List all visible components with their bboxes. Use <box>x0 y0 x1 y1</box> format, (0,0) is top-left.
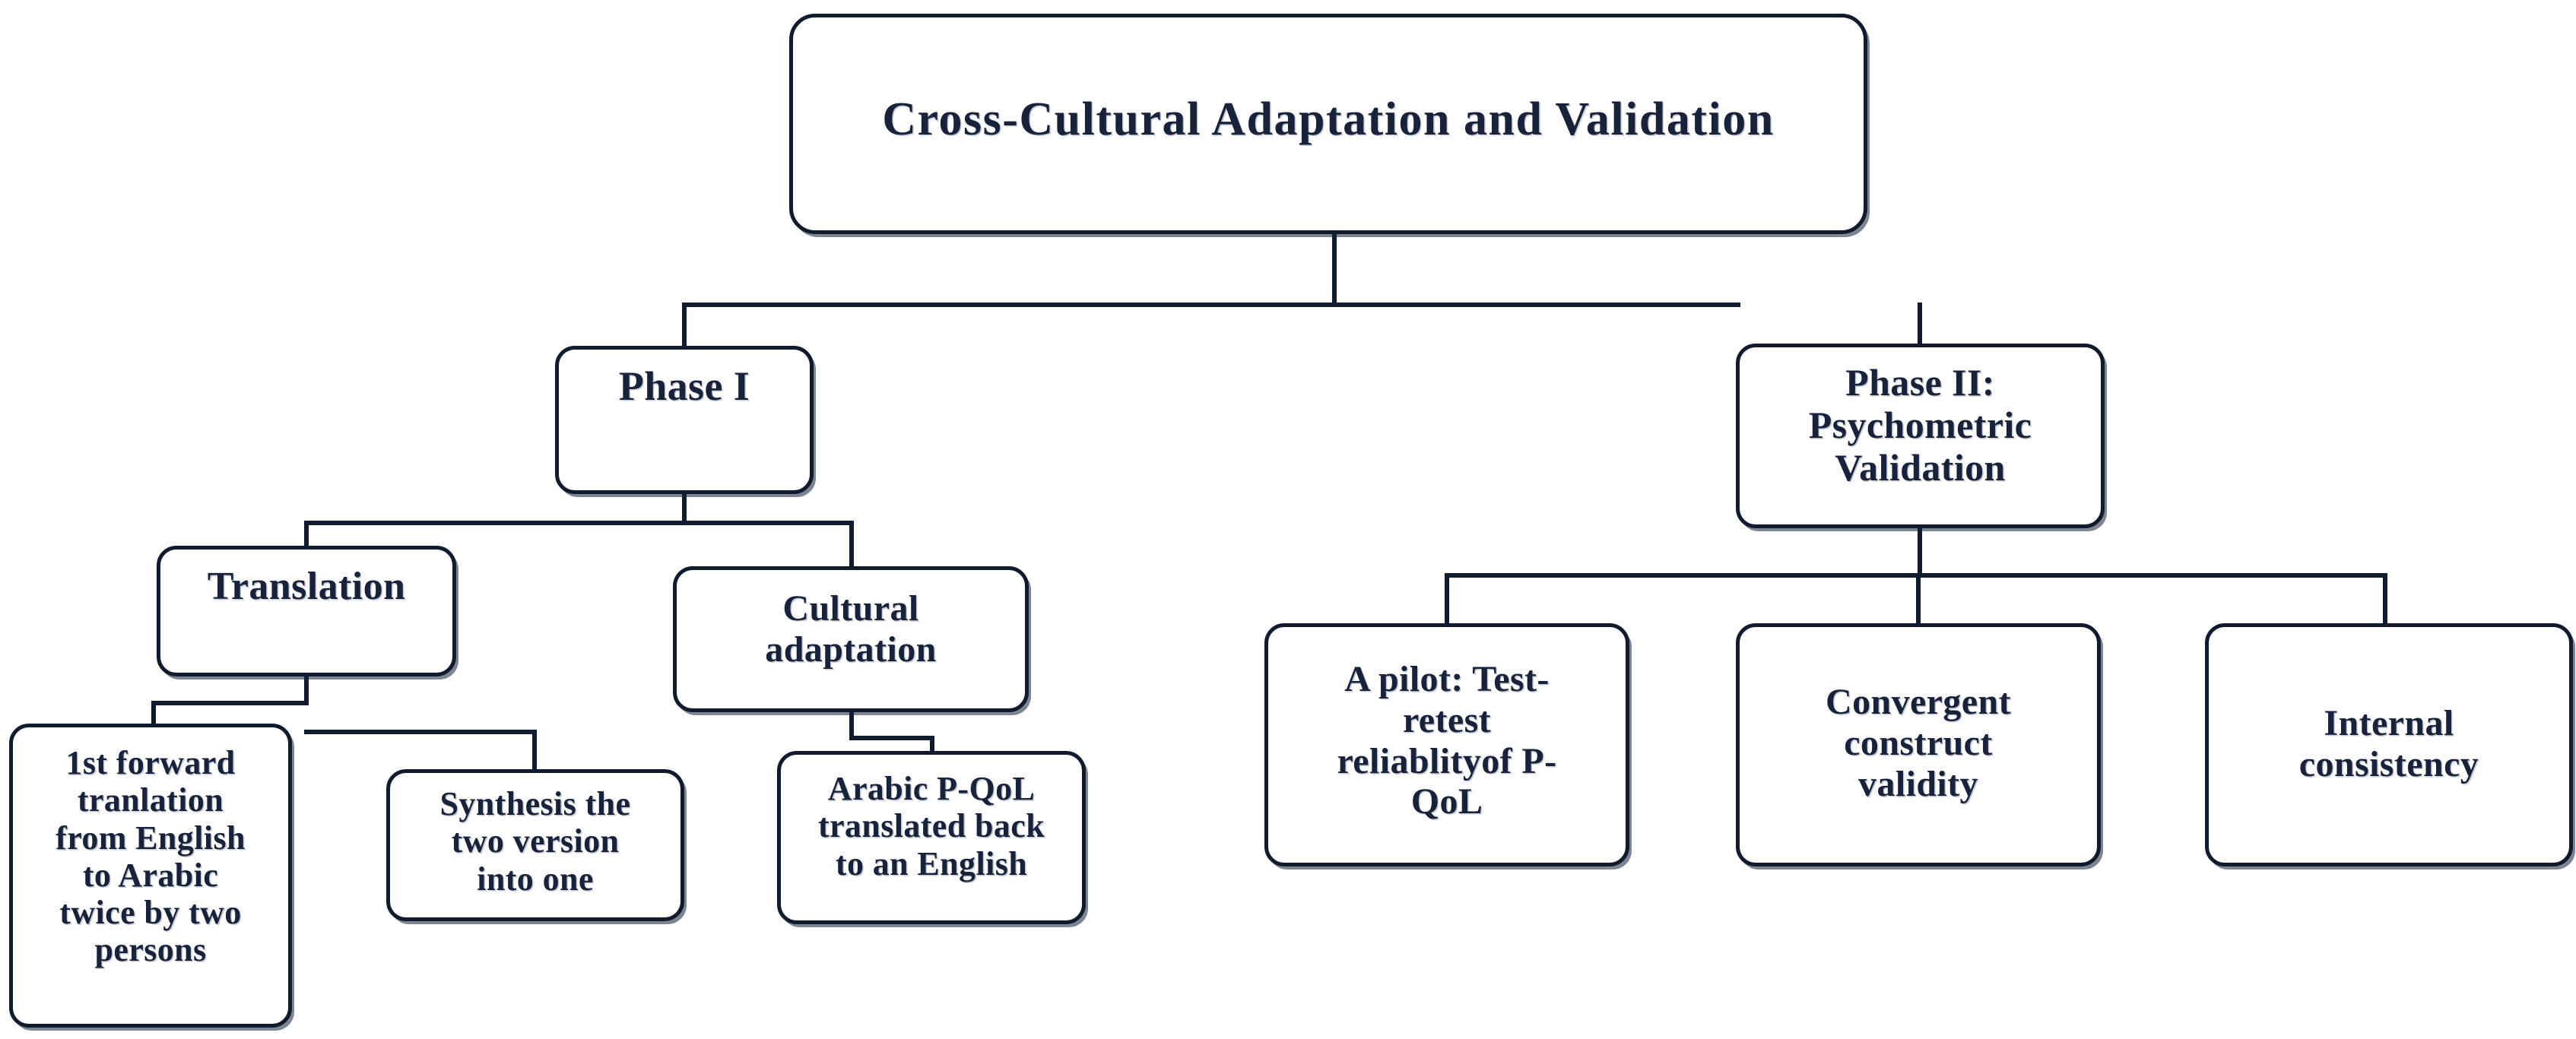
node-internal-consistency-label: Internal consistency <box>2298 703 2479 784</box>
connector-bus-to-translation <box>304 521 309 549</box>
node-back-translation-label: Arabic P-QoL translated back to an Engli… <box>817 770 1045 882</box>
node-convergent-construct-validity[interactable]: Convergent construct validity <box>1736 623 2101 866</box>
connector-cultural-stem <box>849 710 854 740</box>
node-convergent-label: Convergent construct validity <box>1826 682 2011 804</box>
node-phase-ii-label: Phase II: Psychometric Validation <box>1808 361 2032 489</box>
node-phase-i-label: Phase I <box>618 363 750 409</box>
node-cultural-adaptation-label: Cultural adaptation <box>765 588 937 670</box>
connector-bus-to-phase2 <box>1918 303 1922 347</box>
node-first-forward-translation-label: 1st forward tranlation from English to A… <box>56 744 246 969</box>
node-translation-label: Translation <box>207 565 406 608</box>
connector-level1-bus <box>682 303 1740 307</box>
node-synthesis-label: Synthesis the two version into one <box>439 785 631 898</box>
connector-phase1-stem <box>682 492 687 524</box>
connector-bus-to-phase1 <box>682 303 687 348</box>
connector-bus-to-pilot <box>1445 573 1449 628</box>
connector-bus-to-convergent <box>1916 573 1921 628</box>
node-synthesis-two-versions[interactable]: Synthesis the two version into one <box>386 769 684 921</box>
connector-phase1-bus <box>304 521 854 525</box>
node-cultural-adaptation[interactable]: Cultural adaptation <box>673 566 1029 712</box>
connector-cultural-jog <box>849 736 934 740</box>
connector-jog-to-back-translation <box>930 736 934 755</box>
connector-translation-bus-left <box>151 701 309 705</box>
connector-bus-to-cultural <box>849 521 854 569</box>
node-phase-i[interactable]: Phase I <box>555 346 814 494</box>
node-first-forward-translation[interactable]: 1st forward tranlation from English to A… <box>9 724 292 1028</box>
node-pilot-label: A pilot: Test- retest reliablityof P- Qo… <box>1337 659 1557 822</box>
connector-bus-to-forward-translation <box>151 701 156 728</box>
connector-translation-bus-right <box>304 730 537 734</box>
node-root-label: Cross-Cultural Adaptation and Validation <box>882 93 1775 145</box>
connector-bus-to-synthesis <box>532 730 537 772</box>
node-pilot-test-retest-reliability[interactable]: A pilot: Test- retest reliablityof P- Qo… <box>1264 623 1629 866</box>
node-translation[interactable]: Translation <box>157 546 456 676</box>
connector-root-stem <box>1332 232 1337 306</box>
connector-phase2-stem <box>1918 526 1922 576</box>
connector-translation-stem <box>304 674 309 705</box>
node-arabic-pqol-back-translation[interactable]: Arabic P-QoL translated back to an Engli… <box>777 751 1086 924</box>
node-phase-ii-psychometric-validation[interactable]: Phase II: Psychometric Validation <box>1736 344 2105 528</box>
node-internal-consistency[interactable]: Internal consistency <box>2205 623 2573 866</box>
connector-bus-to-internal <box>2383 573 2387 628</box>
node-root-cross-cultural-adaptation-and-validation[interactable]: Cross-Cultural Adaptation and Validation <box>789 14 1867 234</box>
